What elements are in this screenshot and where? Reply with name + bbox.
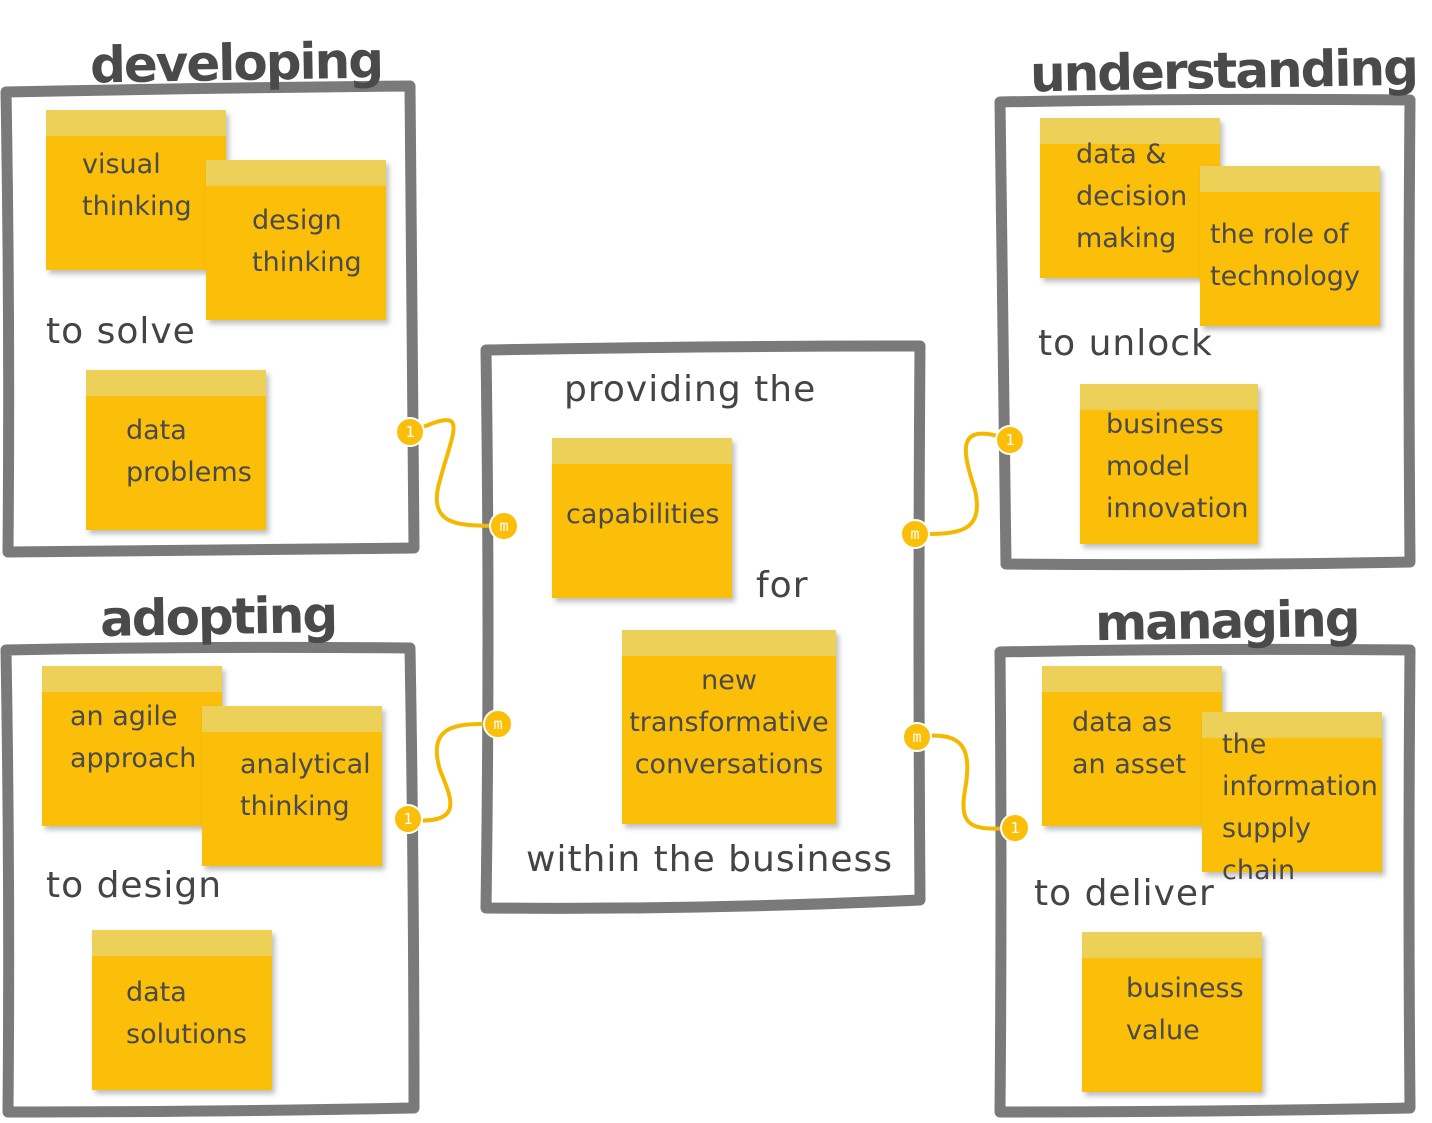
connector-line-understanding (914, 431, 1012, 537)
adopting-title: adopting (99, 585, 337, 649)
note-analytical-thinking: analytical thinking (202, 706, 382, 866)
note-data-problems: data problems (86, 370, 266, 530)
note-text: the information supply chain (1222, 729, 1378, 886)
many-badge-managing: m (902, 722, 932, 752)
note-text: data solutions (126, 977, 247, 1050)
note-data-decision-making: data & decision making (1040, 118, 1220, 278)
center-for-text: for (756, 565, 809, 606)
managing-title: managing (1094, 589, 1359, 653)
note-text: analytical thinking (240, 749, 371, 822)
understanding-title: understanding (1029, 38, 1418, 104)
note-text: design thinking (252, 205, 362, 278)
note-text: an agile approach (70, 701, 197, 774)
one-badge-adopting: 1 (393, 804, 423, 834)
note-data-as-asset: data as an asset (1042, 666, 1222, 826)
note-text: the role of technology (1210, 219, 1360, 292)
many-badge-developing: m (489, 511, 519, 541)
note-text: data problems (126, 415, 252, 488)
many-badge-adopting: m (483, 709, 513, 739)
developing-phrase: to solve (46, 311, 196, 352)
note-transformative-conversations: new transformative conversations (622, 630, 836, 824)
note-text: data & decision making (1076, 139, 1188, 254)
connector-line-managing (916, 733, 1017, 831)
many-badge-understanding: m (900, 519, 930, 549)
one-badge-managing: 1 (1000, 813, 1030, 843)
developing-title: developing (89, 31, 383, 95)
center-bottom-text: within the business (526, 839, 894, 880)
connector-line-adopting (406, 721, 500, 823)
note-design-thinking: design thinking (206, 160, 386, 320)
understanding-phrase: to unlock (1038, 323, 1213, 364)
center-top-text: providing the (564, 369, 817, 410)
note-text: new transformative conversations (629, 665, 829, 780)
note-text: capabilities (566, 499, 720, 530)
note-role-of-technology: the role of technology (1200, 166, 1380, 326)
note-visual-thinking: visual thinking (46, 110, 226, 270)
note-data-solutions: data solutions (92, 930, 272, 1090)
adopting-phrase: to design (46, 865, 223, 906)
managing-phrase: to deliver (1034, 873, 1215, 914)
note-text: visual thinking (82, 149, 192, 222)
note-text: business value (1126, 973, 1244, 1046)
note-business-value: business value (1082, 932, 1262, 1092)
note-agile-approach: an agile approach (42, 666, 222, 826)
one-badge-understanding: 1 (995, 425, 1025, 455)
note-information-supply-chain: the information supply chain (1202, 712, 1382, 886)
note-text: business model innovation (1106, 409, 1249, 524)
note-text: data as an asset (1072, 707, 1187, 780)
note-business-model-innovation: business model innovation (1080, 384, 1258, 544)
one-badge-developing: 1 (395, 417, 425, 447)
note-capabilities: capabilities (552, 438, 732, 598)
connector-line-developing (410, 418, 506, 528)
